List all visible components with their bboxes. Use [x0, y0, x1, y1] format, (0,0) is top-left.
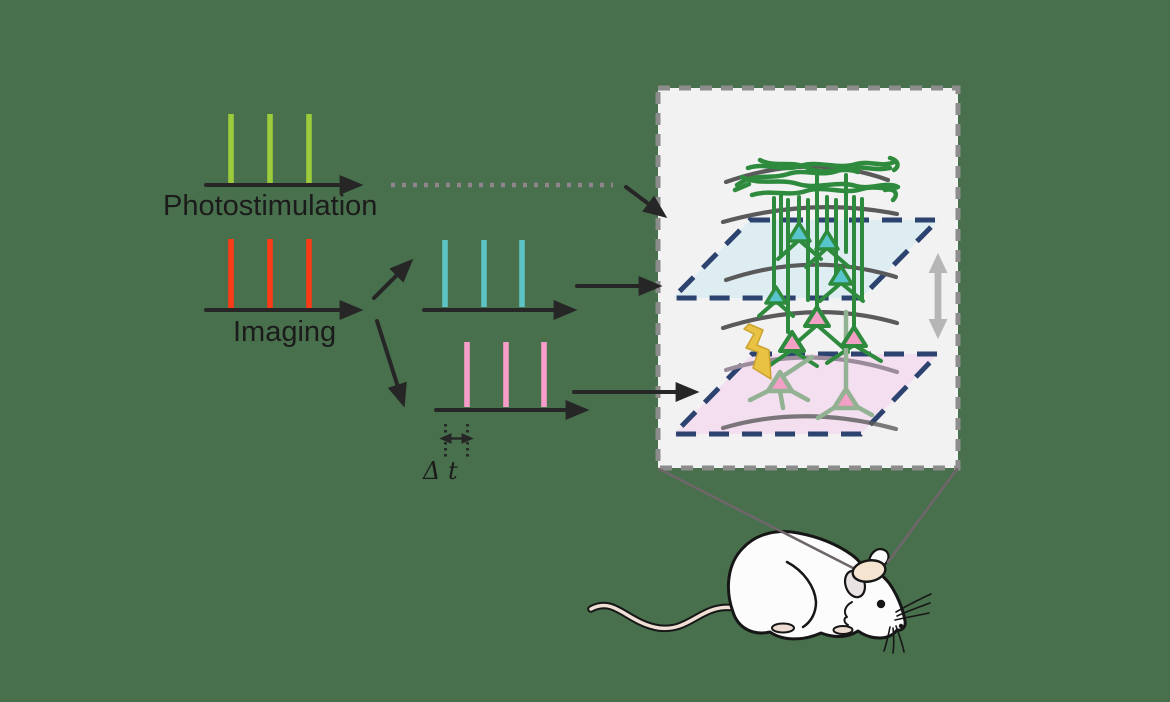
box-entry-arrows — [572, 185, 700, 402]
cranial-window-implant — [851, 559, 887, 583]
splitter-arrows — [372, 258, 414, 408]
photostimulation-label: Photostimulation — [163, 190, 378, 222]
pulse — [267, 114, 273, 183]
pulse — [503, 342, 509, 407]
pulse — [541, 342, 547, 407]
neuron-soma-deep — [831, 386, 861, 411]
photostimulation-pulse-train — [204, 114, 364, 195]
mouse-hind-foot — [771, 622, 795, 634]
pyramidal-neurons — [764, 221, 868, 411]
pulse — [464, 342, 470, 407]
neuron-soma-cyan — [828, 264, 854, 286]
delta-t-label: Δ t — [423, 457, 458, 485]
pulse — [481, 240, 487, 307]
mouse-eye — [876, 599, 886, 609]
mouse-body — [726, 530, 907, 641]
cortical-volume-contents — [667, 155, 948, 437]
pulse — [306, 114, 312, 183]
imaging-pulse-train — [204, 239, 364, 320]
mouse-whiskers — [883, 593, 932, 654]
apical-tuft-dendrites — [732, 155, 901, 203]
pulse — [306, 239, 312, 308]
pulse — [228, 239, 234, 308]
lightning-bolt-icon — [743, 323, 772, 380]
neuron-soma-cyan — [764, 285, 788, 305]
neuron-soma-cyan — [814, 229, 840, 251]
mouse-haunch-line — [785, 560, 818, 629]
pulse — [267, 239, 273, 308]
neuron-soma-pink — [840, 325, 868, 348]
plane2-pulse-train — [434, 342, 590, 420]
mouse-cheek-line — [843, 601, 853, 626]
depth-double-arrow-icon — [928, 253, 948, 339]
magnification-callout-lines — [657, 467, 959, 570]
neuron-soma-deep — [765, 369, 795, 394]
pulse — [228, 114, 234, 183]
plane1-pulse-train — [422, 240, 578, 320]
mouse-illustration — [587, 530, 932, 654]
neuron-soma-pink — [778, 330, 806, 353]
mouse-front-foot — [832, 625, 854, 635]
imaging-label: Imaging — [233, 316, 337, 348]
neuron-soma-cyan — [786, 221, 812, 243]
neuron-soma-pink — [803, 305, 831, 328]
mouse-nose — [898, 623, 904, 629]
pulse — [442, 240, 448, 307]
pulse — [519, 240, 525, 307]
delta-t-marker — [439, 424, 474, 457]
